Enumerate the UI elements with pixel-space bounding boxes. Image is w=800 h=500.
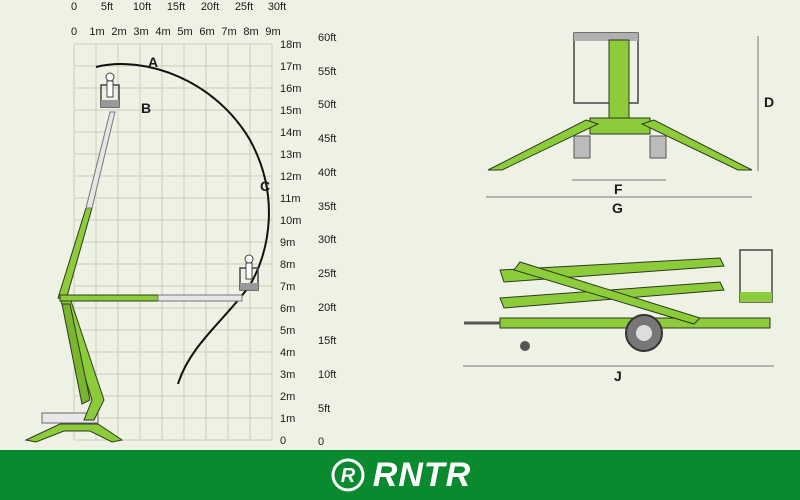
m-tick: 18m: [280, 39, 301, 51]
telescopic-boom: [85, 111, 116, 209]
jockey-wheel: [520, 341, 530, 351]
m-tick: 0: [280, 435, 286, 447]
m-tick: 5m: [280, 325, 295, 337]
label-a: A: [148, 54, 158, 70]
operator-figure: [105, 72, 115, 82]
m-tick: 14m: [280, 127, 301, 139]
rear-left-outrigger: [487, 119, 600, 171]
label-f: F: [614, 181, 623, 197]
ft-tick: 35ft: [318, 201, 336, 213]
ft-tick: 25ft: [318, 268, 336, 280]
m-tick: 3m: [133, 26, 148, 38]
ft-tick: 0: [318, 436, 324, 448]
rear-mast: [608, 39, 630, 121]
m-tick: 15m: [280, 105, 301, 117]
m-tick: 8m: [243, 26, 258, 38]
ft-axis-top: 0 5ft 10ft 15ft 20ft 25ft 30ft: [71, 1, 286, 13]
m-tick: 4m: [155, 26, 170, 38]
m-tick: 7m: [221, 26, 236, 38]
rear-basket-rail: [574, 33, 638, 41]
m-tick: 2m: [280, 391, 295, 403]
transport-view-machine: [463, 249, 774, 367]
rear-right-outrigger: [640, 119, 753, 171]
operator-figure-outreach: [244, 254, 254, 264]
m-tick: 12m: [280, 171, 301, 183]
working-envelope-curve: [95, 63, 270, 385]
label-j: J: [614, 368, 622, 384]
ft-tick: 20ft: [318, 302, 336, 314]
m-tick: 2m: [111, 26, 126, 38]
ft-tick: 5ft: [318, 403, 330, 415]
m-tick: 4m: [280, 347, 295, 359]
base-plate: [41, 412, 99, 424]
m-tick: 17m: [280, 61, 301, 73]
m-tick: 3m: [280, 369, 295, 381]
rear-turret: [589, 117, 651, 135]
m-tick: 7m: [280, 281, 295, 293]
ft-tick: 50ft: [318, 99, 336, 111]
ft-tick: 15ft: [167, 1, 185, 13]
m-tick: 6m: [199, 26, 214, 38]
side-view-machine: [24, 72, 259, 443]
m-tick: 9m: [265, 26, 280, 38]
transport-basket-floor: [740, 292, 772, 302]
brand-name: RNTR: [372, 455, 472, 494]
ft-tick: 20ft: [201, 1, 219, 13]
m-tick: 5m: [177, 26, 192, 38]
operator-body-outreach: [245, 262, 253, 280]
ft-tick: 5ft: [101, 1, 113, 13]
range-grid: [73, 43, 273, 441]
m-tick: 1m: [280, 413, 295, 425]
operator-body: [106, 80, 114, 98]
ft-tick: 10ft: [318, 369, 336, 381]
m-tick: 6m: [280, 303, 295, 315]
label-c: C: [260, 178, 270, 194]
ft-tick: 30ft: [318, 234, 336, 246]
label-d: D: [764, 94, 774, 110]
rear-wheel-left: [573, 135, 591, 159]
m-tick: 11m: [280, 193, 301, 205]
ft-tick: 40ft: [318, 167, 336, 179]
m-tick: 16m: [280, 83, 301, 95]
horizontal-boom-green: [59, 294, 159, 302]
brand-logo: R RNTR: [329, 456, 471, 495]
outrigger-base: [24, 423, 124, 443]
lower-boom-second: [61, 303, 91, 405]
transport-wheel-hub: [636, 325, 652, 341]
m-tick: 9m: [280, 237, 295, 249]
diagram-canvas: 0 5ft 10ft 15ft 20ft 25ft 30ft 0 1m 2m 3…: [0, 0, 800, 450]
m-tick: 13m: [280, 149, 301, 161]
diagram-background: [0, 0, 800, 450]
ft-tick: 15ft: [318, 335, 336, 347]
ft-tick: 60ft: [318, 32, 336, 44]
m-tick: 10m: [280, 215, 301, 227]
ft-tick: 25ft: [235, 1, 253, 13]
ft-tick: 30ft: [268, 1, 286, 13]
ft-tick: 55ft: [318, 66, 336, 78]
m-tick: 8m: [280, 259, 295, 271]
ft-axis-right: 60ft 55ft 50ft 45ft 40ft 35ft 30ft 25ft …: [318, 32, 336, 448]
brand-r-icon: R: [331, 458, 365, 492]
basket-floor-outreach: [240, 283, 258, 290]
label-g: G: [612, 200, 623, 216]
ft-tick: 45ft: [318, 133, 336, 145]
m-tick: 0: [71, 26, 77, 38]
ft-tick: 0: [71, 1, 77, 13]
svg-text:R: R: [341, 465, 356, 487]
horizontal-boom-extension: [157, 294, 243, 302]
m-axis-right: 18m 17m 16m 15m 14m 13m 12m 11m 10m 9m 8…: [280, 39, 301, 447]
brand-footer: R RNTR: [0, 450, 800, 500]
rear-wheel-right: [649, 135, 667, 159]
m-axis-top: 0 1m 2m 3m 4m 5m 6m 7m 8m 9m: [71, 26, 281, 38]
rear-view-machine: [486, 32, 759, 198]
ft-tick: 10ft: [133, 1, 151, 13]
m-tick: 1m: [89, 26, 104, 38]
folded-boom-diagonal: [513, 261, 701, 325]
label-b: B: [141, 100, 151, 116]
basket-floor: [101, 100, 119, 107]
